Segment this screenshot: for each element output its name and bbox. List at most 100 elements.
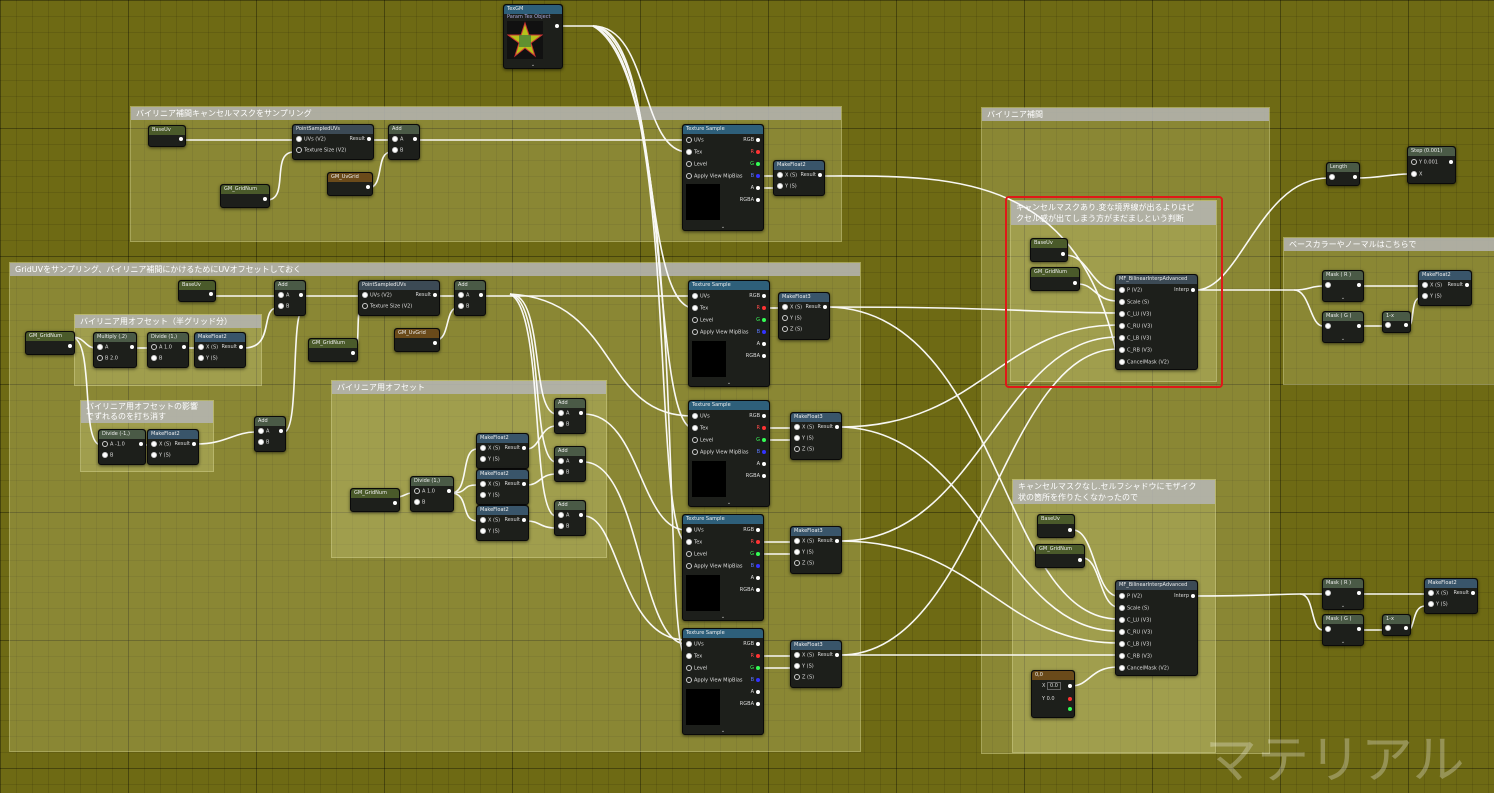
node-title: GM_GridNum [1036, 545, 1084, 554]
node-title: 0,0 [1032, 671, 1074, 680]
node-title: MF_BilinearInterpAdvanced [1116, 275, 1197, 284]
baseuv-node[interactable]: BaseUv [1037, 514, 1075, 538]
makefloat2-node[interactable]: MakeFloat2 X (S) Y (S) Result [147, 429, 199, 465]
makefloat3-node[interactable]: MakeFloat3 X (S) Y (S) Z (S) Result [790, 640, 842, 688]
add-node[interactable]: Add A B [554, 446, 586, 482]
node-title: GM_UvGrid [395, 329, 439, 338]
makefloat2-node[interactable]: MakeFloat2 X (S) Y (S) Result [773, 160, 825, 196]
gm-uvgrid-node[interactable]: GM_UvGrid [394, 328, 440, 352]
divide-node[interactable]: Divide (1,) A 1.0 B [147, 332, 189, 368]
node-title: GM_UvGrid [328, 173, 372, 182]
node-title: Texture Sample [689, 401, 769, 410]
makefloat3-node[interactable]: MakeFloat3 X (S) Y (S) Z (S) Result [790, 526, 842, 574]
texture-preview [686, 575, 720, 611]
one-minus-node[interactable]: 1-x [1382, 614, 1411, 636]
bilinear-interp-node[interactable]: MF_BilinearInterpAdvanced P (V2) Scale (… [1115, 580, 1198, 676]
node-title: Mask ( G ) [1323, 312, 1363, 321]
bilinear-interp-node[interactable]: MF_BilinearInterpAdvanced P (V2) Scale (… [1115, 274, 1198, 370]
node-title: MF_BilinearInterpAdvanced [1116, 581, 1197, 590]
comment-title: GridUVをサンプリング、バイリニア補間にかけるためにUVオフセットしておく [10, 263, 860, 276]
chevron-down-icon[interactable]: ⌄ [726, 500, 732, 506]
makefloat3-node[interactable]: MakeFloat3 X (S) Y (S) Z (S) Result [790, 412, 842, 460]
texture-object-node[interactable]: TexGM Param Tex Object ⌄ [503, 4, 563, 69]
node-title: MakeFloat2 [774, 161, 824, 170]
baseuv-node[interactable]: BaseUv [178, 280, 216, 302]
step-node[interactable]: Step (0.001) Y 0.001 X [1407, 146, 1456, 184]
makefloat2-node[interactable]: MakeFloat2 X (S) Y (S) Result [194, 332, 246, 368]
texture-preview [692, 461, 726, 497]
node-title: BaseUv [1038, 515, 1074, 524]
baseuv-node[interactable]: BaseUv [148, 125, 186, 147]
texture-sample-node[interactable]: Texture Sample UVs Tex Level Apply View … [688, 400, 770, 507]
multiply-node[interactable]: Multiply (,2) A B 2.0 [93, 332, 137, 368]
node-title: GM_GridNum [351, 489, 399, 498]
node-title: Mask ( R ) [1323, 271, 1363, 280]
texture-preview [692, 341, 726, 377]
chevron-down-icon[interactable]: ⌄ [720, 728, 726, 734]
texture-sample-node[interactable]: Texture Sample UVs Tex Level Apply View … [682, 124, 764, 231]
makefloat2-node[interactable]: MakeFloat2 X (S) Y (S) Result [1418, 270, 1472, 306]
chevron-down-icon[interactable]: ⌄ [720, 224, 726, 230]
texture-sample-node[interactable]: Texture Sample UVs Tex Level Apply View … [682, 514, 764, 621]
node-title: MakeFloat2 [477, 470, 528, 479]
node-title: BaseUv [149, 126, 185, 135]
node-title: Add [555, 501, 585, 510]
add-node[interactable]: Add A B [454, 280, 486, 316]
node-title: Add [255, 417, 285, 426]
wire [1299, 593, 1324, 631]
gm-uvgrid-node[interactable]: GM_UvGrid [327, 172, 373, 196]
add-node[interactable]: Add A B [274, 280, 306, 316]
makefloat2-node[interactable]: MakeFloat2 X (S) Y (S) Result [476, 433, 529, 469]
add-node[interactable]: Add A B [554, 398, 586, 434]
comment-title: バイリニア用オフセット [332, 381, 606, 394]
node-title: PointSampledUVs [293, 125, 373, 134]
chevron-down-icon[interactable]: ⌄ [1340, 603, 1346, 609]
highlight-box [1005, 196, 1223, 388]
add-node[interactable]: Add A B [254, 416, 286, 452]
texture-sample-node[interactable]: Texture Sample UVs Tex Level Apply View … [688, 280, 770, 387]
gm-gridnum-node[interactable]: GM_GridNum [308, 338, 358, 362]
mask-r-node[interactable]: Mask ( R ) ⌄ [1322, 270, 1364, 302]
node-title: Texture Sample [683, 515, 763, 524]
one-minus-node[interactable]: 1-x [1382, 311, 1411, 333]
makefloat3-node[interactable]: MakeFloat3 X (S) Y (S) Z (S) Result [778, 292, 830, 340]
divide-node[interactable]: Divide (1,) A 1.0 B [410, 476, 454, 512]
comment-title: バイリニア補間キャンセルマスクをサンプリング [131, 107, 841, 120]
gm-gridnum-node[interactable]: GM_GridNum [1035, 544, 1085, 568]
node-title: MakeFloat2 [477, 506, 528, 515]
node-subtitle: Param Tex Object [507, 14, 551, 20]
mask-g-node[interactable]: Mask ( G ) ⌄ [1322, 311, 1364, 343]
gm-gridnum-node[interactable]: GM_GridNum [220, 184, 270, 208]
node-title: PointSampledUVs [359, 281, 439, 290]
node-title: Mask ( R ) [1323, 579, 1363, 588]
node-title: Add [389, 125, 419, 134]
chevron-down-icon[interactable]: ⌄ [1340, 295, 1346, 301]
node-title: Divide (1,) [411, 477, 453, 486]
texture-preview [686, 184, 720, 220]
chevron-down-icon[interactable]: ⌄ [1340, 336, 1346, 342]
material-watermark: マテリアル [1205, 731, 1465, 791]
chevron-down-icon[interactable]: ⌄ [530, 62, 536, 68]
makefloat2-node[interactable]: MakeFloat2 X (S) Y (S) Result [1424, 578, 1478, 614]
pin-label: Result [349, 136, 365, 142]
chevron-down-icon[interactable]: ⌄ [1340, 639, 1346, 645]
chevron-down-icon[interactable]: ⌄ [720, 614, 726, 620]
length-node[interactable]: Length [1326, 162, 1360, 186]
mask-g-node[interactable]: Mask ( G ) ⌄ [1322, 614, 1364, 646]
point-sampled-uvs-node[interactable]: PointSampledUVs UVs (V2) Texture Size (V… [292, 124, 374, 160]
chevron-down-icon[interactable]: ⌄ [726, 380, 732, 386]
add-node[interactable]: Add A B [388, 124, 420, 160]
makefloat2-node[interactable]: MakeFloat2 X (S) Y (S) Result [476, 505, 529, 541]
texture-sample-node[interactable]: Texture Sample UVs Tex Level Apply View … [682, 628, 764, 735]
comment-title: キャンセルマスクなし.セルフシャドウにモザイク 状の箇所を作りたくなかったので [1013, 480, 1215, 504]
divide-node[interactable]: Divide (-1,) A -1.0 B [98, 429, 146, 465]
gm-gridnum-node[interactable]: GM_GridNum [350, 488, 400, 512]
node-title: Add [275, 281, 305, 290]
point-sampled-uvs-node[interactable]: PointSampledUVs UVs (V2) Texture Size (V… [358, 280, 440, 316]
node-title: Divide (-1,) [99, 430, 145, 439]
makefloat2-node[interactable]: MakeFloat2 X (S) Y (S) Result [476, 469, 529, 505]
add-node[interactable]: Add A B [554, 500, 586, 536]
mask-r-node[interactable]: Mask ( R ) ⌄ [1322, 578, 1364, 610]
gm-gridnum-node[interactable]: GM_GridNum [25, 331, 75, 355]
constant2vector-node[interactable]: 0,0 X 0.0 Y 0.0 [1031, 670, 1075, 718]
